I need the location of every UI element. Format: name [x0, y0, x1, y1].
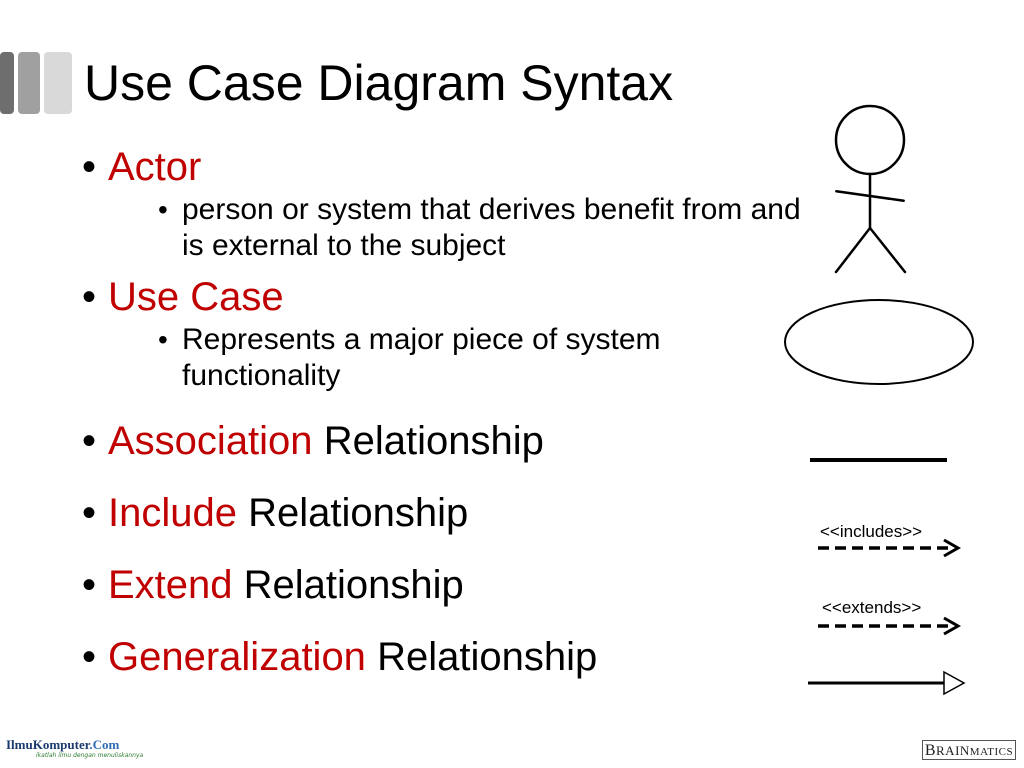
brainmatics-logo: BRAINMATICS: [922, 740, 1016, 760]
bullet-glyph: •: [82, 491, 97, 535]
bullet-term: Generalization: [108, 635, 366, 679]
bullet-term: Extend: [108, 563, 233, 607]
sub-bullet-glyph: •: [158, 194, 168, 225]
bullet-glyph: •: [82, 145, 97, 189]
bullet-generalization: • Generalization Relationship: [82, 632, 782, 682]
actor-arms: [835, 190, 905, 202]
bullet-include: • Include Relationship: [82, 488, 782, 538]
slide-title: Use Case Diagram Syntax: [84, 55, 674, 111]
actor-right-leg: [868, 226, 907, 274]
generalization-triangle: [943, 670, 966, 696]
extend-arrowhead: [943, 616, 962, 636]
bullet-suffix: Relationship: [323, 419, 544, 463]
bullet-actor: • Actor • person or system that derives …: [82, 142, 801, 264]
ilmukomputer-logo-tagline: ikatlah ilmu dengan menuliskannya: [36, 752, 144, 759]
sub-bullet-use-case: • Represents a major piece of system fun…: [158, 322, 802, 394]
title-bar-dark: [0, 52, 14, 114]
bullet-use-case: • Use Case • Represents a major piece of…: [82, 272, 782, 394]
bullet-term: Association: [108, 419, 313, 463]
bullet-glyph: •: [82, 563, 97, 607]
bullet-association: • Association Relationship: [82, 416, 782, 466]
title-bar-mid: [18, 52, 40, 114]
extends-stereotype-label: <<extends>>: [822, 598, 922, 617]
bullet-term: Use Case: [108, 275, 284, 319]
hollow-triangle-arrow-icon: [808, 670, 966, 696]
includes-stereotype-label: <<includes>>: [820, 522, 923, 541]
bullet-glyph: •: [82, 635, 97, 679]
sub-bullet-actor: • person or system that derives benefit …: [158, 192, 802, 264]
bullet-extend: • Extend Relationship: [82, 560, 782, 610]
sub-bullet-glyph: •: [158, 324, 168, 355]
bullet-suffix: Relationship: [248, 491, 469, 535]
bullet-list: • Actor • person or system that derives …: [82, 142, 801, 682]
bullet-glyph: •: [82, 419, 97, 463]
title-bar-light: [44, 52, 72, 114]
stick-figure-icon: [834, 104, 907, 274]
sub-bullet-text: person or system that derives benefit fr…: [182, 193, 801, 262]
ellipse-icon: [784, 299, 974, 385]
brainmatics-logo-last: MATICS: [969, 746, 1014, 758]
dashed-arrow-icon: [818, 616, 962, 636]
bullet-term: Include: [108, 491, 237, 535]
brainmatics-logo-middle: RAIN: [936, 743, 970, 758]
ilmukomputer-logo-suffix: .Com: [89, 737, 120, 752]
bullet-term: Actor: [108, 145, 202, 189]
brainmatics-logo-first: B: [924, 742, 937, 759]
ilmukomputer-logo: IlmuKomputer.Com ikatlah ilmu dengan men…: [6, 738, 144, 762]
actor-left-leg: [834, 226, 872, 274]
sub-bullet-text: Represents a major piece of system funct…: [182, 323, 661, 392]
ilmukomputer-logo-text: IlmuKomputer.Com: [6, 738, 136, 752]
dashed-arrow-icon: [818, 538, 962, 558]
actor-head: [834, 104, 906, 176]
bullet-suffix: Relationship: [243, 563, 464, 607]
include-arrowhead: [943, 538, 962, 558]
bullet-glyph: •: [82, 275, 97, 319]
ilmukomputer-logo-name: IlmuKomputer: [6, 737, 90, 752]
bullet-suffix: Relationship: [377, 635, 598, 679]
title-decoration-bars: [0, 52, 74, 114]
